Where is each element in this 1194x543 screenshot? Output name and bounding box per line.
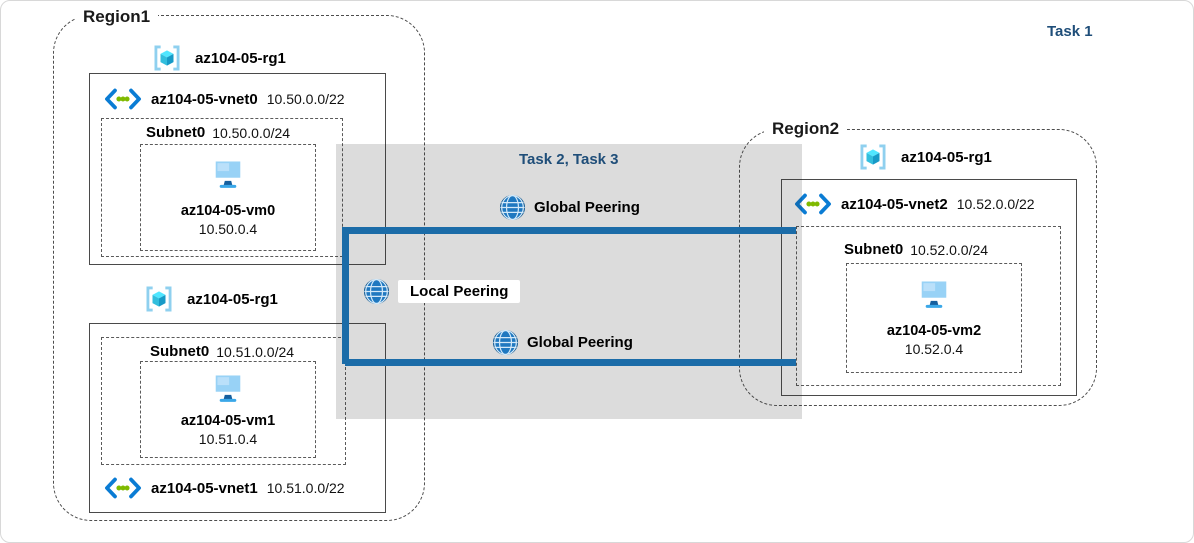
vnet-icon: [104, 88, 142, 110]
vnet-cidr: 10.50.0.0/22: [266, 91, 345, 107]
vm1-content: az104-05-vm1 10.51.0.4: [140, 361, 316, 458]
region1-boundary: [53, 15, 425, 521]
vnet-name: az104-05-vnet1: [151, 479, 258, 497]
vm2-content: az104-05-vm2 10.52.0.4: [846, 263, 1022, 373]
vm-ip: 10.51.0.4: [198, 431, 258, 447]
vm-name: az104-05-vm2: [886, 323, 982, 339]
subnet2-box: [796, 226, 1061, 386]
vm0-content: az104-05-vm0 10.50.0.4: [140, 144, 316, 251]
rg2-box: [781, 179, 1077, 396]
resource-group-icon: [857, 142, 889, 172]
globe-icon: [499, 194, 526, 221]
vm1-box: [140, 361, 316, 458]
subnet2-label-row: Subnet0 10.52.0.0/24: [844, 241, 988, 258]
resource-group-icon: [143, 284, 175, 314]
rg-top-header: az104-05-rg1: [151, 43, 286, 73]
vm2-box: [846, 263, 1022, 373]
subnet-cidr: 10.52.0.0/24: [910, 241, 989, 258]
vm-ip: 10.50.0.4: [198, 221, 258, 237]
vm-icon: [211, 370, 245, 404]
subnet1-label-row: Subnet0 10.51.0.0/24: [150, 343, 294, 360]
vnet1-row: az104-05-vnet1 10.51.0.0/22: [104, 477, 345, 499]
vnet0-row: az104-05-vnet0 10.50.0.0/22: [104, 88, 345, 110]
global-peering-bottom: Global Peering: [492, 329, 633, 356]
global-peering-line-bottom: [345, 359, 796, 366]
rg2-header: az104-05-rg1: [857, 142, 992, 172]
global-peering-line-top: [342, 227, 796, 234]
vm-name: az104-05-vm1: [180, 413, 276, 429]
task1-label: Task 1: [1047, 23, 1093, 40]
subnet-name: Subnet0: [150, 343, 210, 360]
vnet-cidr: 10.51.0.0/22: [266, 480, 345, 496]
subnet-cidr: 10.51.0.0/24: [216, 343, 295, 360]
resource-group-label: az104-05-rg1: [187, 290, 278, 308]
rg-bottom-header: az104-05-rg1: [143, 284, 278, 314]
rg-bottom-box: [89, 323, 386, 513]
globe-icon: [492, 329, 519, 356]
subnet-name: Subnet0: [844, 241, 904, 258]
resource-group-label: az104-05-rg1: [901, 148, 992, 166]
region2-label: Region2: [764, 118, 848, 140]
rg-top-box: [89, 73, 386, 265]
resource-group-icon: [151, 43, 183, 73]
local-peering-label: Local Peering: [398, 280, 521, 303]
region2-boundary: [739, 129, 1097, 406]
vnet-icon: [104, 477, 142, 499]
vnet2-row: az104-05-vnet2 10.52.0.0/22: [794, 193, 1035, 215]
subnet0-label-row: Subnet0 10.50.0.0/24: [146, 124, 290, 141]
vnet-name: az104-05-vnet2: [841, 195, 948, 213]
subnet0-box: [101, 118, 343, 257]
vm-name: az104-05-vm0: [180, 203, 276, 219]
vm-icon: [917, 276, 951, 310]
vm0-box: [140, 144, 316, 251]
global-peering-label: Global Peering: [527, 334, 633, 351]
subnet-cidr: 10.50.0.0/24: [212, 124, 291, 141]
vm-ip: 10.52.0.4: [904, 341, 964, 357]
global-peering-top: Global Peering: [499, 194, 640, 221]
resource-group-label: az104-05-rg1: [195, 49, 286, 67]
globe-icon: [363, 278, 390, 305]
subnet-name: Subnet0: [146, 124, 206, 141]
subnet1-box: [101, 337, 346, 465]
local-peering-line: [342, 231, 349, 364]
task23-label: Task 2, Task 3: [519, 151, 619, 168]
vnet-cidr: 10.52.0.0/22: [956, 196, 1035, 212]
local-peering: Local Peering: [363, 278, 521, 305]
region1-label: Region1: [75, 6, 159, 28]
vnet-name: az104-05-vnet0: [151, 90, 258, 108]
global-peering-label: Global Peering: [534, 199, 640, 216]
vm-icon: [211, 156, 245, 190]
